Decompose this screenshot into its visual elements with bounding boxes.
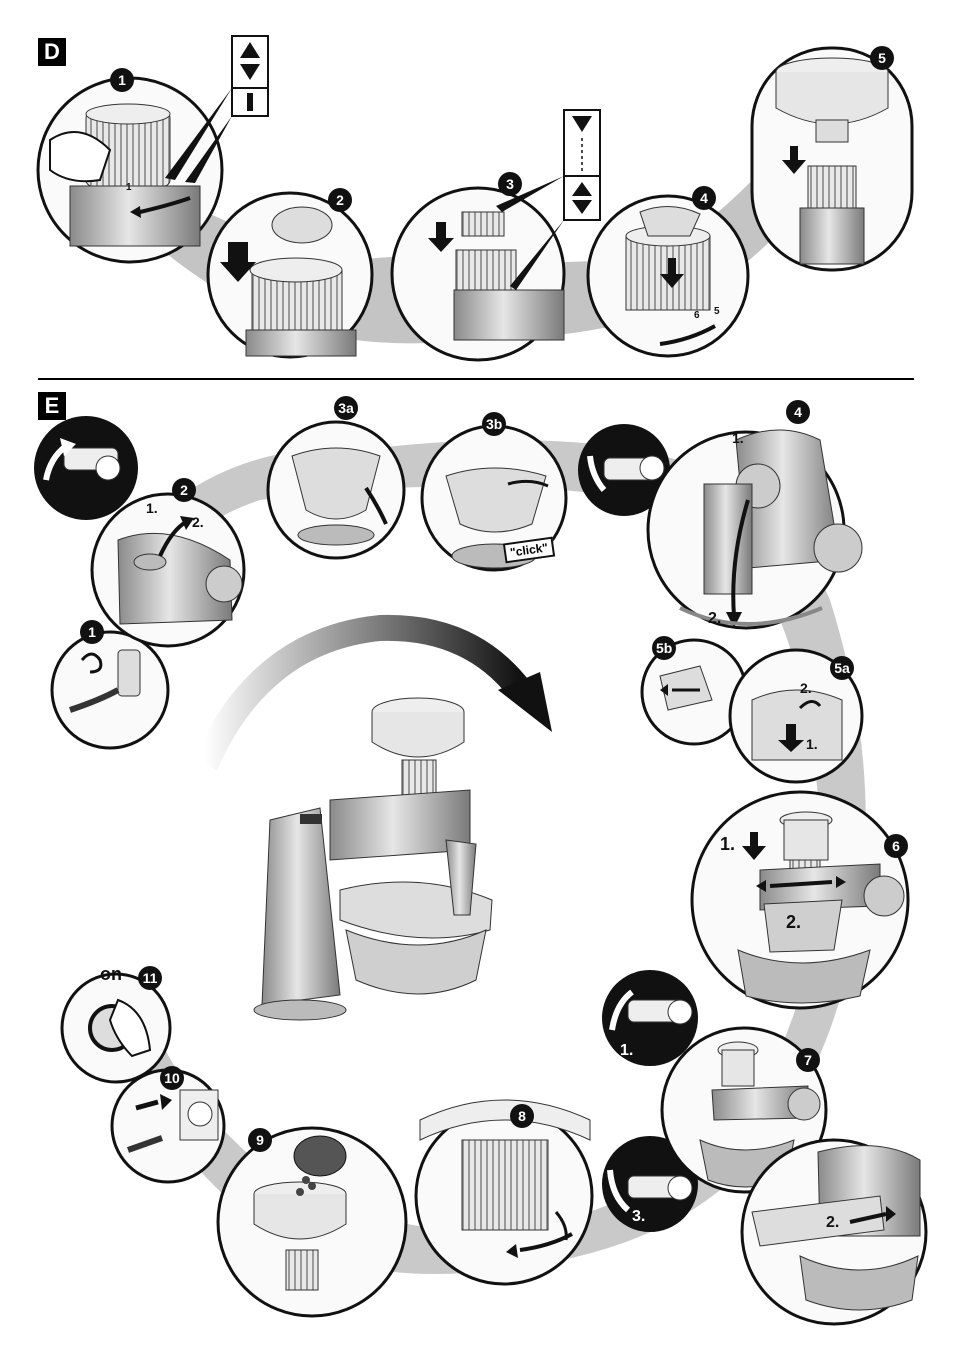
e6-substep-1: 1. (720, 834, 735, 855)
e2-substep-1: 1. (146, 500, 158, 516)
e7-substep-1: 1. (620, 1042, 633, 1060)
e7-substep-2: 2. (826, 1214, 839, 1232)
d-dial-number-1: 1 (126, 182, 132, 193)
e-step-number-5a: 5a (830, 656, 854, 680)
e-lever-inset-7-top (602, 970, 698, 1066)
e-step-number-4: 4 (786, 400, 810, 424)
e6-substep-2: 2. (786, 912, 801, 933)
d-step-number-5: 5 (870, 46, 894, 70)
e-step-number-7: 7 (796, 1048, 820, 1072)
e-rotation-arrow (205, 628, 520, 765)
e-step8-illustration (416, 1100, 592, 1284)
e-step1-illustration (52, 632, 168, 748)
e-step3a-illustration (268, 422, 404, 558)
e-step2-illustration (92, 494, 244, 646)
d-step-number-4: 4 (692, 186, 716, 210)
d-step-number-1: 1 (110, 68, 134, 92)
d-step-number-3: 3 (498, 172, 522, 196)
section-d-label: D (38, 38, 66, 66)
section-divider (38, 378, 914, 380)
e-step-number-6: 6 (884, 834, 908, 858)
e-step11-illustration (62, 974, 170, 1082)
d-step-number-2: 2 (328, 188, 352, 212)
e4-substep-2: 2. (708, 610, 721, 628)
e2-substep-2: 2. (192, 514, 204, 530)
e-step-number-1: 1 (80, 620, 104, 644)
e-step7-removal-illustration (742, 1140, 926, 1324)
e4-substep-1: 1. (732, 430, 744, 446)
e7-substep-3: 3. (632, 1208, 645, 1226)
d-dial-number-6: 6 (694, 310, 700, 321)
e-center-mixer-illustration (254, 698, 492, 1020)
d-step5-illustration (752, 48, 912, 270)
e5a-substep-1: 1. (806, 736, 818, 752)
e-step-number-11: 11 (138, 966, 162, 990)
section-e-label: E (38, 392, 66, 420)
d-step4-illustration (588, 196, 748, 356)
d-dial-number-5: 5 (714, 306, 720, 317)
e-step-number-10: 10 (160, 1066, 184, 1090)
e-step-number-2: 2 (172, 478, 196, 502)
d-step2-illustration (208, 193, 372, 357)
e-step6-illustration (692, 792, 908, 1008)
e-step4-illustration (648, 430, 862, 628)
e-step-number-3a: 3a (334, 396, 358, 420)
e-step-number-9: 9 (248, 1128, 272, 1152)
e-lever-inset-left (34, 416, 138, 520)
e5a-substep-2: 2. (800, 680, 812, 696)
e-step9-illustration (218, 1128, 406, 1316)
on-label: on (100, 964, 122, 985)
d-step3-illustration (392, 188, 564, 360)
e-step-number-8: 8 (510, 1104, 534, 1128)
